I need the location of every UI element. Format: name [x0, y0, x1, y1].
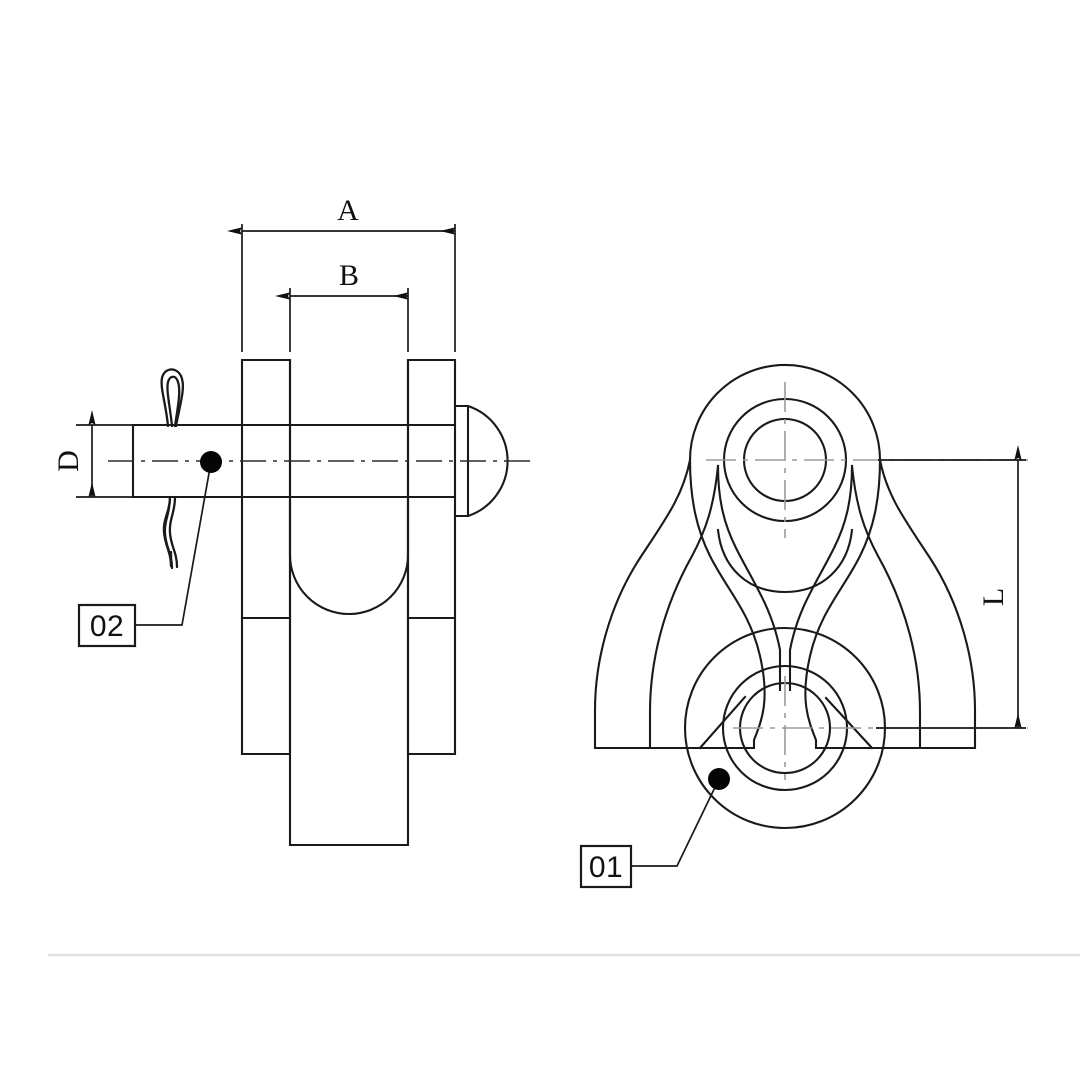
lower-boss-chamfer-left: [698, 695, 747, 750]
side-profile-view: L 01: [579, 364, 1028, 889]
dimension-L-label: L: [977, 588, 1010, 606]
dimension-A: A: [227, 194, 456, 352]
balloon-01-dot: [708, 768, 730, 790]
clevis-body-outline: [240, 358, 457, 847]
front-section-view: A B D 02: [52, 194, 530, 847]
dimension-D: D: [52, 410, 139, 498]
balloon-02[interactable]: 02: [77, 451, 222, 648]
shackle-inner-profile-left: [716, 464, 782, 692]
lower-boss-chamfer-right: [824, 696, 874, 750]
dimension-B: B: [275, 259, 409, 352]
balloon-02-label: 02: [90, 610, 124, 643]
balloon-01-box[interactable]: [579, 844, 633, 889]
shackle-outer-profile: [688, 364, 977, 750]
balloon-01[interactable]: 01: [579, 768, 730, 889]
cotter-pin-clip: [160, 368, 185, 570]
shackle-inner-profile-left-outer: [648, 464, 720, 750]
jaw-slot-profile: [288, 500, 410, 615]
upper-neck-scallop: [716, 528, 854, 594]
balloon-02-dot: [200, 451, 222, 473]
balloon-02-box[interactable]: [77, 603, 137, 648]
dimension-B-label: B: [339, 259, 359, 292]
shackle-inner-profile-right: [788, 464, 854, 692]
dimension-L: L: [876, 445, 1026, 729]
dimension-D-label: D: [52, 450, 85, 472]
dimension-A-label: A: [337, 194, 359, 227]
balloon-01-label: 01: [589, 851, 623, 884]
shackle-inner-profile-right-outer: [850, 464, 922, 750]
